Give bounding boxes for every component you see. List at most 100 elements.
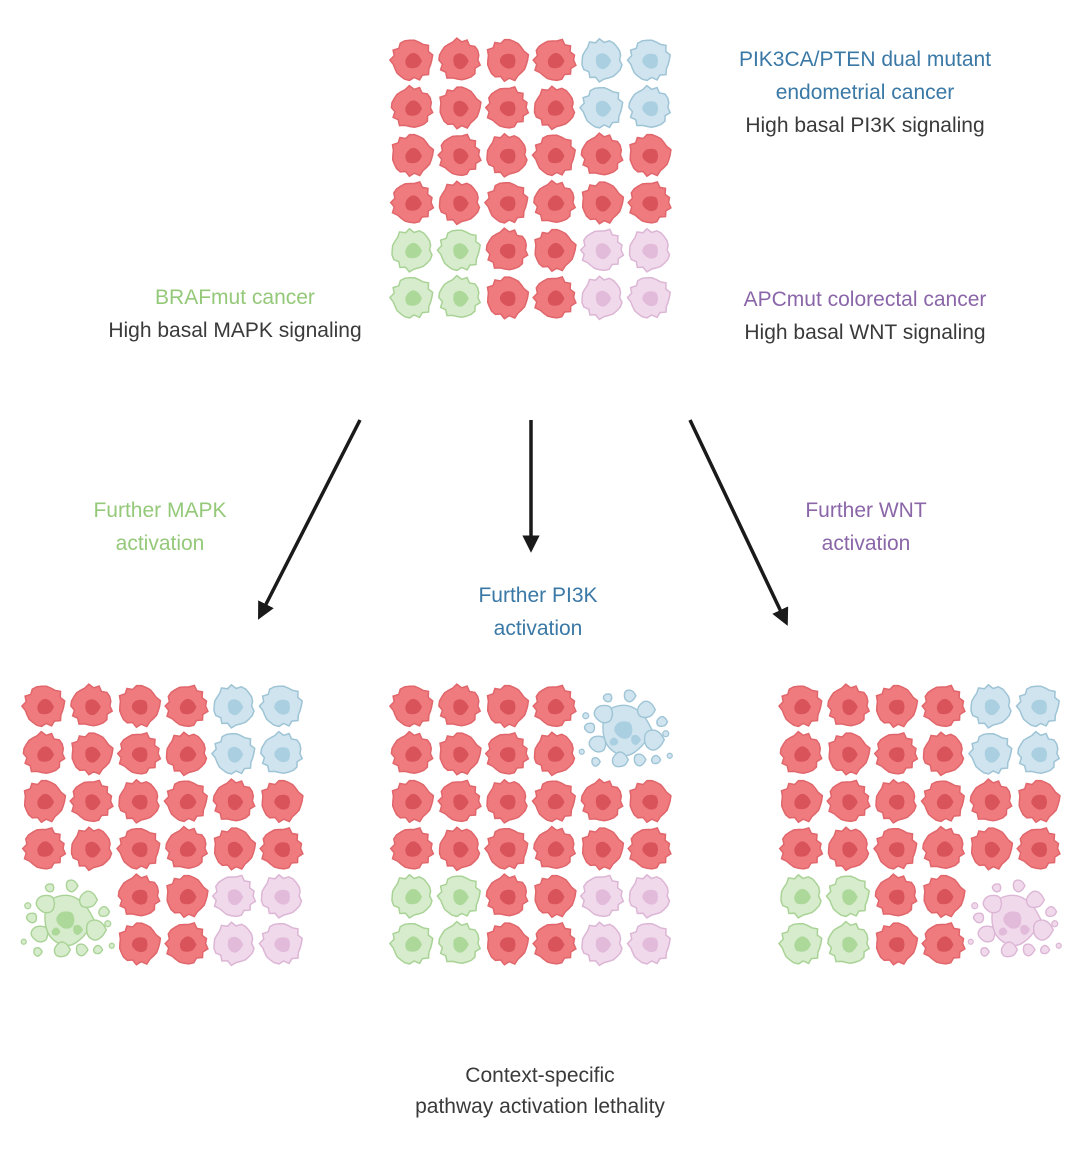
pi3k-activation-line1: Further PI3K xyxy=(478,584,598,607)
cell-red xyxy=(627,827,672,870)
braf-subtitle: High basal MAPK signaling xyxy=(108,319,362,342)
cell-red xyxy=(213,827,257,871)
cell-red xyxy=(438,180,481,226)
wnt-activation-label: Further WNT activation xyxy=(756,494,976,560)
cell-red xyxy=(532,922,577,965)
cell-red xyxy=(874,873,918,917)
cell-red xyxy=(70,683,114,727)
pik3ca-title-line2: endometrial cancer xyxy=(775,81,955,104)
cell-red xyxy=(534,228,577,273)
cell-red xyxy=(580,778,624,822)
cell-red xyxy=(23,779,67,824)
cell-red xyxy=(485,227,529,271)
cell-red xyxy=(581,181,625,225)
cell-red xyxy=(826,779,871,823)
cell-green xyxy=(391,227,433,273)
cell-green xyxy=(825,875,871,918)
cell-pink xyxy=(626,277,672,319)
cell-red xyxy=(875,778,917,824)
cell-red xyxy=(580,132,624,176)
cell-red xyxy=(1018,779,1061,824)
left-cell-grid xyxy=(20,683,304,967)
cell-red xyxy=(923,874,966,919)
cell-red xyxy=(969,778,1013,822)
cell-pink xyxy=(213,921,255,967)
cell-red xyxy=(22,730,66,774)
cell-green xyxy=(780,873,822,919)
cell-red xyxy=(439,86,482,130)
pi3k-activation-line2: activation xyxy=(493,617,583,640)
conclusion-label: Context-specific pathway activation leth… xyxy=(340,1060,740,1122)
cell-green xyxy=(778,923,823,965)
cell-green xyxy=(436,875,482,918)
cell-pink xyxy=(626,923,672,965)
mapk-activation-line2: activation xyxy=(115,532,205,555)
dying-cell-pink xyxy=(967,879,1062,958)
cell-red xyxy=(20,685,66,728)
cell-red xyxy=(875,922,919,966)
cell-red xyxy=(389,181,435,224)
cell-red xyxy=(532,684,577,728)
pi3k-activation-label: Further PI3K activation xyxy=(428,579,648,645)
cell-red xyxy=(391,133,435,178)
cell-blue xyxy=(213,683,255,729)
cell-red xyxy=(118,778,160,824)
cell-red xyxy=(438,826,481,872)
cell-red xyxy=(116,732,162,775)
cell-blue xyxy=(970,683,1012,729)
cell-red xyxy=(212,778,256,822)
cell-pink xyxy=(628,873,671,919)
cell-red xyxy=(533,825,577,869)
braf-label: BRAFmut cancer High basal MAPK signaling xyxy=(80,281,390,347)
pik3ca-subtitle: High basal PI3K signaling xyxy=(745,114,985,137)
cell-red xyxy=(629,133,672,178)
cell-green xyxy=(438,920,482,964)
cell-red xyxy=(484,86,530,129)
conclusion-line1: Context-specific xyxy=(465,1064,615,1087)
cell-red xyxy=(778,685,823,728)
cell-pink xyxy=(579,228,625,272)
cell-green xyxy=(827,920,871,964)
cell-green xyxy=(388,277,434,319)
cell-red xyxy=(439,732,482,776)
cell-red xyxy=(920,780,966,823)
cell-red xyxy=(21,827,67,870)
wnt-activation-line2: activation xyxy=(821,532,911,555)
cell-red xyxy=(438,37,482,81)
cell-red xyxy=(922,731,965,777)
cell-red xyxy=(921,922,966,965)
cell-red xyxy=(531,134,577,177)
cell-green xyxy=(438,274,482,318)
cell-red xyxy=(437,133,482,177)
cell-red xyxy=(261,779,304,824)
cell-pink xyxy=(628,227,671,273)
cell-red xyxy=(533,85,576,131)
cell-red xyxy=(118,684,162,729)
cell-blue xyxy=(260,730,304,774)
cell-red xyxy=(391,779,435,824)
cell-red xyxy=(531,780,577,823)
cell-red xyxy=(486,132,528,178)
right-cell-grid xyxy=(778,683,1062,966)
cell-red xyxy=(388,685,434,728)
cell-red xyxy=(390,84,434,128)
cell-red xyxy=(970,827,1014,871)
cell-blue xyxy=(258,685,304,728)
cell-red xyxy=(533,731,576,777)
cell-pink xyxy=(581,921,623,967)
cell-red xyxy=(486,778,528,824)
cell-red xyxy=(921,684,966,728)
cell-blue xyxy=(581,37,623,83)
conclusion-line2: pathway activation lethality xyxy=(415,1095,665,1118)
cell-red xyxy=(627,181,672,224)
top-cell-grid xyxy=(388,37,672,321)
cell-red xyxy=(484,732,530,775)
cell-red xyxy=(485,873,529,917)
cell-green xyxy=(388,923,434,965)
cell-red xyxy=(437,779,482,823)
cell-green xyxy=(391,873,433,919)
dying-cell-blue xyxy=(578,689,673,768)
cell-red xyxy=(165,825,209,869)
wnt-activation-line1: Further WNT xyxy=(805,499,927,522)
